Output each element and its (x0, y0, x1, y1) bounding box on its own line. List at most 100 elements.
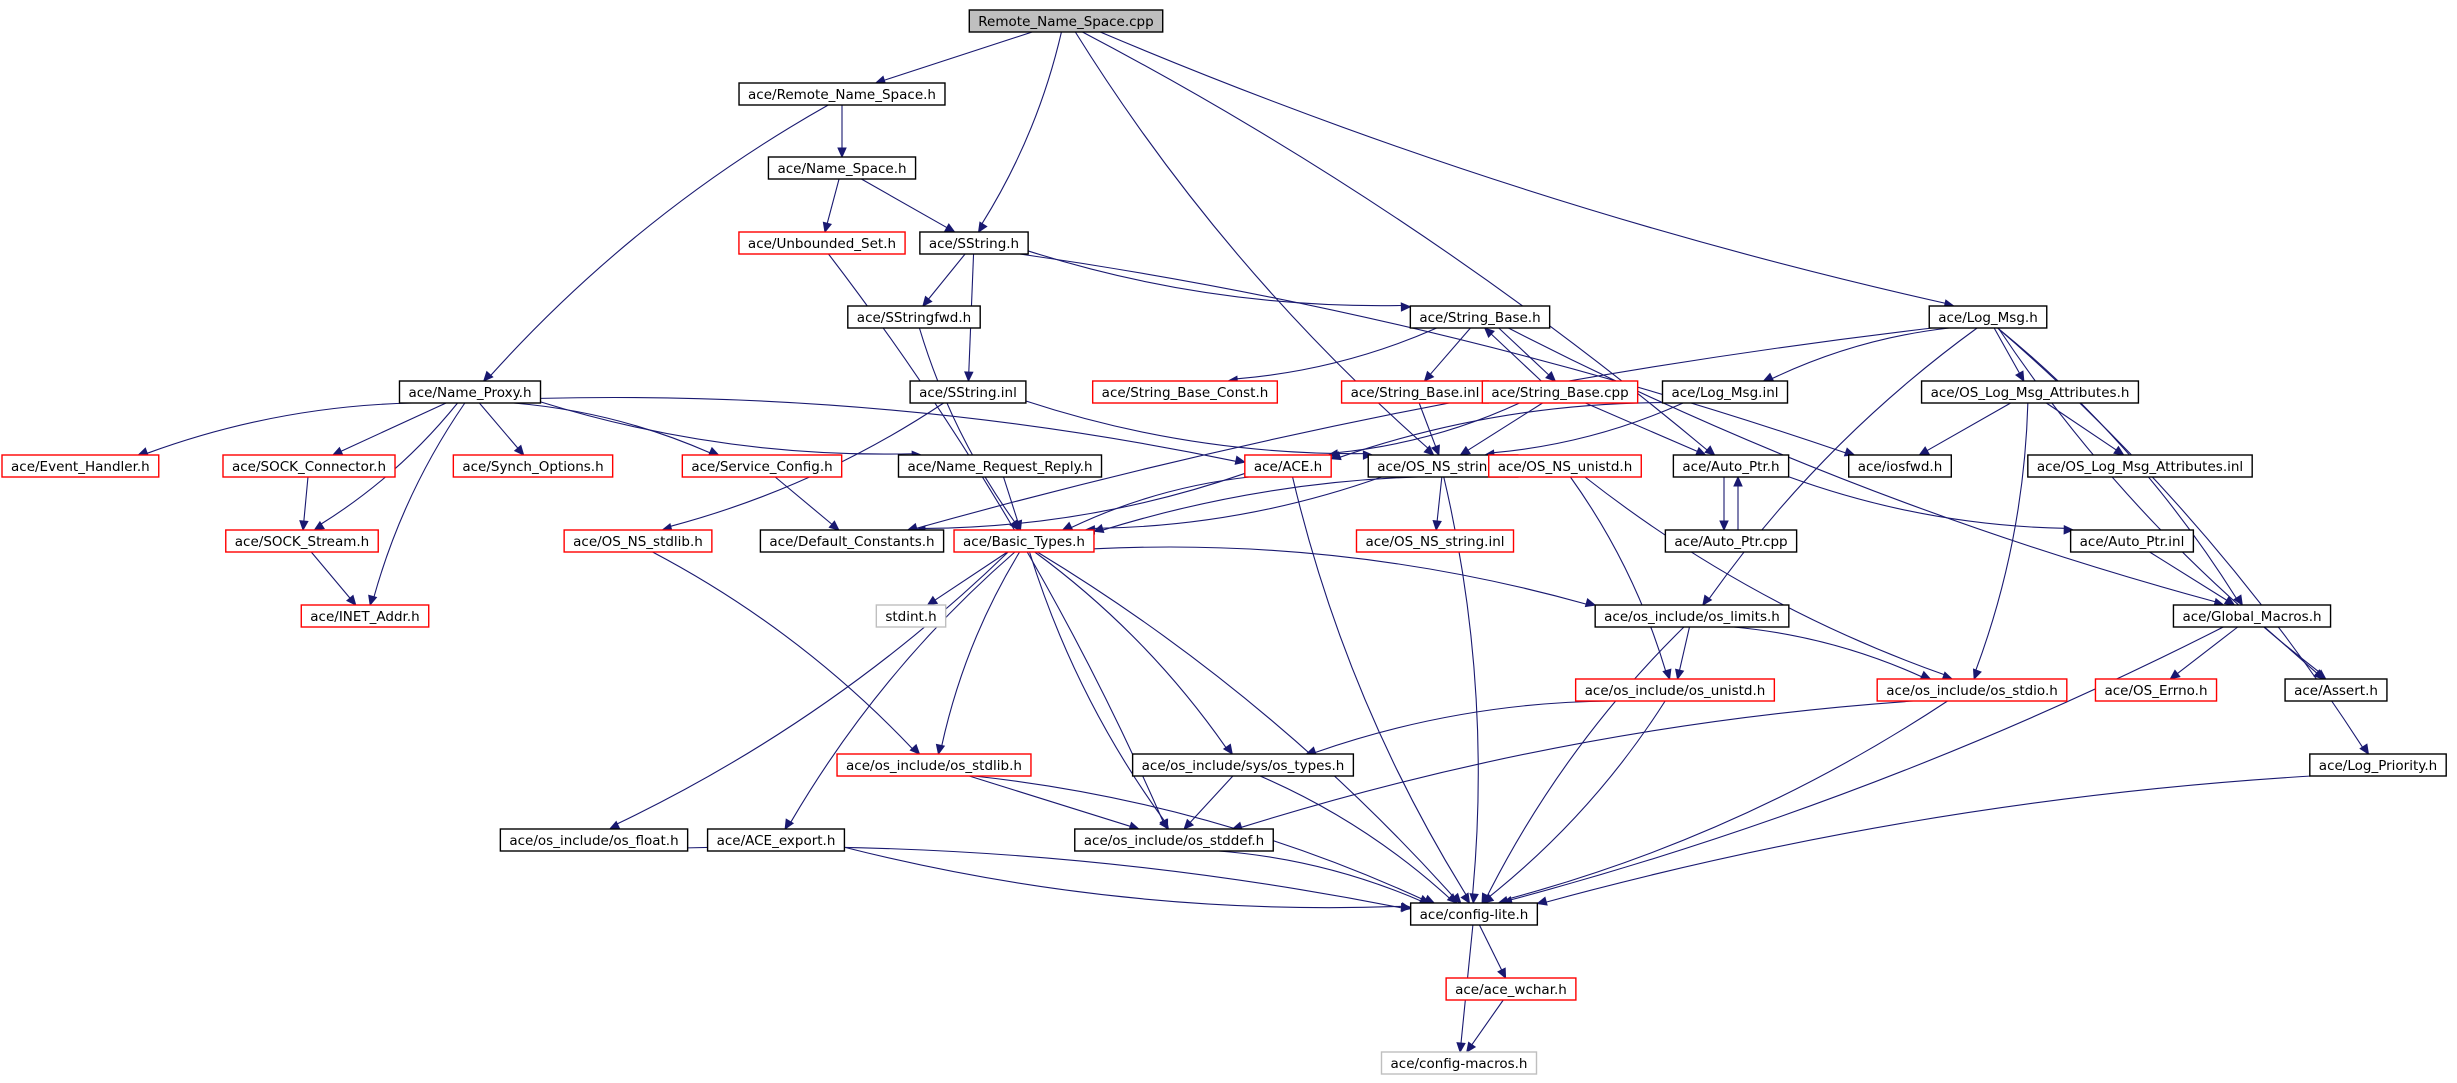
node-cfgmac[interactable]: ace/config-macros.h (1380, 1051, 1538, 1075)
node-sstrfwd[interactable]: ace/SStringfwd.h (847, 305, 981, 329)
node-box (1, 454, 160, 478)
node-btypes[interactable]: ace/Basic_Types.h (953, 529, 1095, 553)
edge-arrowhead (1919, 670, 1932, 680)
node-osunistd[interactable]: ace/os_include/os_unistd.h (1574, 678, 1776, 702)
node-assert[interactable]: ace/Assert.h (2284, 678, 2388, 702)
node-box (1409, 902, 1539, 926)
node-inet[interactable]: ace/INET_Addr.h (300, 604, 430, 628)
edge-btypes-to-aceexp (784, 551, 1016, 831)
node-sbcpp[interactable]: ace/String_Base.cpp (1481, 380, 1639, 404)
edge-arrowhead (922, 295, 933, 307)
node-stdint[interactable]: stdint.h (875, 604, 947, 628)
node-osnsstr[interactable]: ace/OS_NS_string.h (1367, 454, 1519, 478)
node-logprio[interactable]: ace/Log_Priority.h (2309, 753, 2447, 777)
nodes-layer: Remote_Name_Space.cpp ace/Remote_Name_Spa… (1, 9, 2447, 1075)
node-root[interactable]: Remote_Name_Space.cpp (968, 9, 1164, 33)
node-ostypes[interactable]: ace/os_include/sys/os_types.h (1131, 753, 1355, 777)
node-autoptrinl[interactable]: ace/Auto_Ptr.inl (2069, 529, 2195, 553)
node-wchar[interactable]: ace/ace_wchar.h (1445, 977, 1577, 1001)
node-box (2172, 604, 2332, 628)
edge-rns-h-to-ns-h (837, 105, 847, 159)
node-svcconf[interactable]: ace/Service_Config.h (681, 454, 843, 478)
edge-line (1236, 327, 1437, 380)
edge-line (1218, 850, 1421, 902)
node-oslma[interactable]: ace/OS_Log_Msg_Attributes.h (1920, 380, 2140, 404)
edge-osnsstr-to-osnsstrinl (1432, 476, 1443, 532)
edge-nproxy-to-evh (137, 402, 413, 457)
edge-line (1585, 402, 1698, 452)
edge-line (1259, 775, 1450, 899)
edge-sbinl-to-osnsstr (1418, 402, 1440, 457)
node-uset[interactable]: ace/Unbounded_Set.h (738, 231, 906, 255)
edge-line (828, 253, 1164, 822)
node-nproxy[interactable]: ace/Name_Proxy.h (398, 380, 542, 404)
edge-oslma-to-oslmainl (2046, 402, 2125, 456)
node-evh[interactable]: ace/Event_Handler.h (1, 454, 160, 478)
edge-arrowhead (1702, 594, 1713, 607)
edge-arrowhead (2359, 743, 2370, 756)
node-osstdio[interactable]: ace/os_include/os_stdio.h (1876, 678, 2068, 702)
node-osnsstdlib[interactable]: ace/OS_NS_stdlib.h (563, 529, 713, 553)
node-osnsuni[interactable]: ace/OS_NS_unistd.h (1488, 454, 1642, 478)
edge-autoptr-to-autoptrinl (1788, 476, 2075, 535)
node-osnsstrinl[interactable]: ace/OS_NS_string.inl (1355, 529, 1515, 553)
node-sstrinl[interactable]: ace/SString.inl (909, 380, 1027, 404)
node-osfloat[interactable]: ace/os_include/os_float.h (499, 828, 689, 852)
node-aceexp[interactable]: ace/ACE_export.h (706, 828, 846, 852)
edge-line (981, 31, 1062, 224)
node-iosfwd[interactable]: ace/iosfwd.h (1848, 454, 1952, 478)
node-sbconst[interactable]: ace/String_Base_Const.h (1091, 380, 1279, 404)
edge-arrowhead (1459, 445, 1471, 456)
node-osstdlib[interactable]: ace/os_include/os_stdlib.h (836, 753, 1032, 777)
edge-oslimits-to-cfglite (1481, 626, 1685, 905)
node-autoptr[interactable]: ace/Auto_Ptr.h (1672, 454, 1790, 478)
edge-arrowhead (1733, 475, 1743, 487)
edge-line (310, 551, 351, 599)
node-rns-h[interactable]: ace/Remote_Name_Space.h (738, 82, 946, 106)
node-oslimits[interactable]: ace/os_include/os_limits.h (1594, 604, 1790, 628)
edge-wchar-to-cfgmac (1466, 999, 1504, 1054)
node-defconst[interactable]: ace/Default_Constants.h (759, 529, 945, 553)
node-sockc[interactable]: ace/SOCK_Connector.h (222, 454, 396, 478)
edge-cfglite-to-wchar (1478, 924, 1507, 980)
node-label: ace/Synch_Options.h (462, 459, 603, 475)
node-sbinl[interactable]: ace/String_Base.inl (1340, 380, 1490, 404)
node-ace-h[interactable]: ace/ACE.h (1244, 454, 1332, 478)
node-logmsg[interactable]: ace/Log_Msg.h (1928, 305, 2048, 329)
node-label: ace/SOCK_Connector.h (232, 459, 386, 475)
edge-line (1027, 250, 1402, 307)
node-label: ace/Log_Msg.inl (1671, 385, 1778, 401)
edge-line (1733, 626, 1922, 678)
node-cfglite[interactable]: ace/config-lite.h (1409, 902, 1539, 926)
edge-arrowhead (1675, 668, 1685, 681)
edge-line (1546, 775, 2312, 903)
node-osstddef[interactable]: ace/os_include/os_stddef.h (1074, 828, 1274, 852)
node-strbase[interactable]: ace/String_Base.h (1409, 305, 1551, 329)
edge-osunistd-to-ostypes (1305, 700, 1612, 756)
edge-line (1071, 476, 1250, 529)
node-sstring[interactable]: ace/SString.h (919, 231, 1029, 255)
node-oslmainl[interactable]: ace/OS_Log_Msg_Attributes.inl (2027, 454, 2253, 478)
node-label: ace/INET_Addr.h (310, 609, 419, 625)
edge-line (1679, 626, 1691, 671)
edge-arrowhead (1482, 893, 1495, 904)
node-oserrno[interactable]: ace/OS_Errno.h (2094, 678, 2218, 702)
node-box (738, 82, 946, 106)
edge-arrowhead (2113, 445, 2125, 456)
node-ns-h[interactable]: ace/Name_Space.h (767, 156, 917, 180)
node-nrr[interactable]: ace/Name_Request_Reply.h (897, 454, 1103, 478)
edge-autoptrcpp-to-autoptr (1733, 475, 1743, 530)
edge-logmsg-to-defconst (906, 327, 1933, 533)
node-autoptrcpp[interactable]: ace/Auto_Ptr.cpp (1664, 529, 1798, 553)
edge-line (1339, 402, 1663, 458)
node-box (2284, 678, 2388, 702)
edge-strbase-to-sbinl (1423, 327, 1471, 382)
node-box (1876, 678, 2068, 702)
node-gmacros[interactable]: ace/Global_Macros.h (2172, 604, 2332, 628)
edge-nproxy-to-synch (478, 402, 525, 456)
node-logmsginl[interactable]: ace/Log_Msg.inl (1661, 380, 1789, 404)
node-socks[interactable]: ace/SOCK_Stream.h (225, 529, 379, 553)
edge-arrowhead (482, 370, 494, 382)
node-label: ace/ACE.h (1254, 459, 1322, 475)
node-synch[interactable]: ace/Synch_Options.h (452, 454, 614, 478)
